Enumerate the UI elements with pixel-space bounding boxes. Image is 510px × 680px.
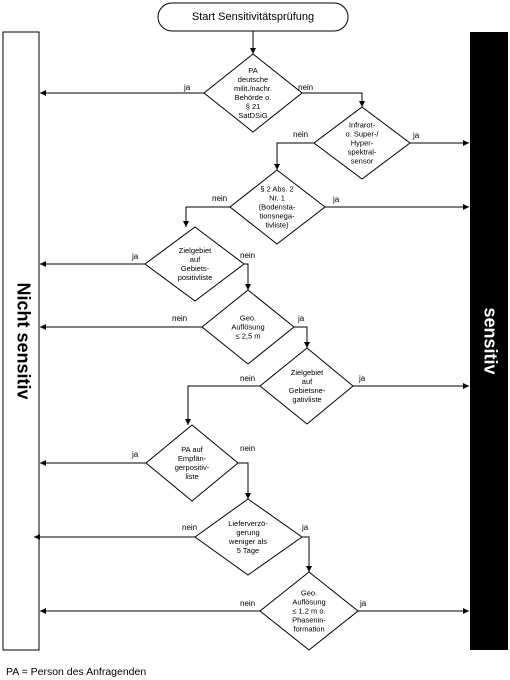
decision-text-line: Hyper- (351, 139, 374, 148)
label-d8-no: nein (182, 523, 197, 532)
decision-ground-station-negative-list (229, 169, 326, 245)
label-d4-yes: ja (131, 252, 139, 261)
decision-text-line: PA auf (181, 445, 203, 454)
decision-text-line: milit./nachr. (234, 84, 272, 93)
decision-text-line: Zielgebiet (291, 368, 324, 377)
decision-text-line: formation (293, 625, 324, 634)
decision-text-line: gerung (236, 528, 259, 537)
decision-resolution-2-5m (201, 289, 295, 365)
decision-text-line: 5 Tage (237, 546, 259, 555)
decision-text-resolution-2-5m: Geo.Auflösung≤ 2,5 m (231, 314, 264, 341)
decision-text-line: gativliste (292, 395, 321, 404)
label-d2-no: nein (293, 130, 308, 139)
label-d5-yes: ja (297, 314, 305, 323)
footnote: PA = Person des Anfragenden (6, 666, 147, 678)
decision-text-line: tionsnega- (259, 212, 295, 221)
decision-text-resolution-1-2m-phase: Geo.Auflösung≤ 1,2 m o.Phasenin-formatio… (292, 589, 326, 634)
decision-text-line: sensor (351, 157, 374, 166)
decision-text-line: Zielgebiet (179, 246, 212, 255)
sensitive-bar (470, 32, 508, 650)
start-label: Start Sensitivitätsprüfung (192, 11, 314, 23)
decision-text-line: auf (302, 377, 313, 386)
label-d1-no: nein (298, 83, 313, 92)
decision-text-line: auf (190, 255, 201, 264)
label-d5-no: nein (172, 314, 187, 323)
label-d9-no: nein (240, 599, 255, 608)
not-sensitive-bar (2, 31, 40, 651)
decision-text-line: tivliste) (265, 221, 289, 230)
label-d9-yes: ja (359, 599, 367, 608)
decision-text-line: Lieferverzö- (228, 519, 268, 528)
label-d3-no: nein (212, 194, 227, 203)
label-d6-yes: ja (358, 374, 366, 383)
decision-text-line: SatDSiG (238, 111, 267, 120)
decision-text-line: Geo. (301, 589, 317, 598)
decision-text-line: PA (248, 66, 257, 75)
decision-target-negative-list (259, 347, 354, 425)
decision-text-line: gerpositiv- (175, 463, 210, 472)
decision-text-line: Behörde o. (235, 93, 272, 102)
decision-resolution-1-2m-phase (259, 571, 359, 651)
decision-pa-recipient-positive-list (145, 424, 239, 502)
decision-text-line: spektral- (348, 148, 377, 157)
label-d2-yes: ja (412, 131, 420, 140)
decision-text-line: Geo. (240, 314, 256, 323)
decision-text-line: o. Super-/ (346, 130, 380, 139)
decision-infrared-sensor (313, 106, 411, 180)
decision-text-infrared-sensor: Infrarot-o. Super-/Hyper-spektral-sensor (346, 121, 380, 166)
decision-text-line: Infrarot- (349, 121, 376, 130)
decision-text-line: liste (185, 472, 198, 481)
not-sensitive-label: Nicht sensitiv (13, 282, 33, 399)
decision-text-line: Gebietsne- (289, 386, 326, 395)
decision-text-line: ≤ 2,5 m (236, 332, 261, 341)
decision-delivery-delay (194, 498, 303, 576)
decision-pa-authority (203, 53, 303, 133)
decision-text-line: Nr. 1 (269, 194, 285, 203)
label-d8-yes: ja (301, 523, 309, 532)
decision-text-line: Phasenin- (292, 616, 326, 625)
label-d6-no: nein (240, 374, 255, 383)
label-d7-no: nein (240, 444, 255, 453)
label-d3-yes: ja (332, 195, 340, 204)
decision-text-line: (Bodensta- (259, 203, 296, 212)
decision-text-line: deutsche (238, 75, 268, 84)
decision-text-line: § 2 Abs. 2 (260, 185, 293, 194)
decision-text-line: § 21 (246, 102, 261, 111)
label-d4-no: nein (240, 251, 255, 260)
decision-text-line: Empfän- (178, 454, 207, 463)
decision-text-line: Auflösung (292, 598, 325, 607)
decision-target-positive-list (144, 226, 245, 302)
decision-text-line: Gebiets- (181, 264, 210, 273)
decision-text-line: weniger als (228, 537, 267, 546)
decision-text-line: Auflösung (231, 323, 264, 332)
label-d7-yes: ja (131, 450, 139, 459)
decision-text-line: positivliste (178, 273, 213, 282)
label-d1-yes: ja (183, 83, 191, 92)
decision-text-line: ≤ 1,2 m o. (292, 607, 325, 616)
sensitive-label: sensitiv (480, 307, 500, 374)
